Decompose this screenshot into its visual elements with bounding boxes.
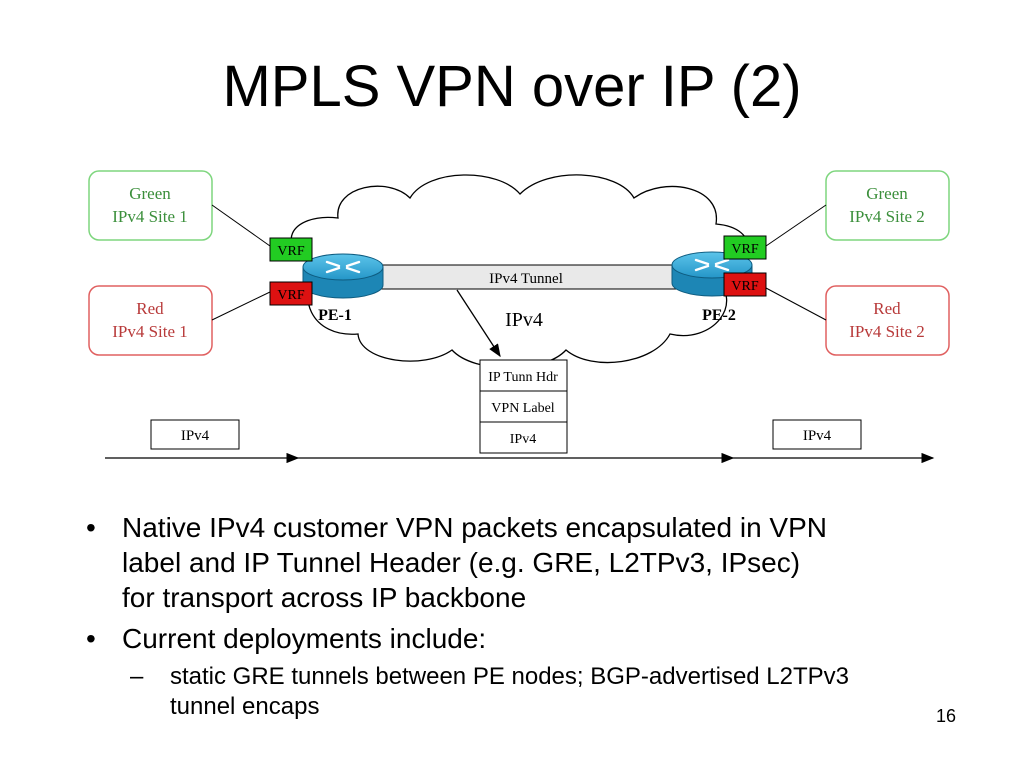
packet-vpn-label: VPN Label: [491, 401, 554, 416]
link-green-2-to-vrf: [765, 204, 827, 247]
network-diagram: Green IPv4 Site 1 Red IPv4 Site 1 Green …: [88, 170, 950, 464]
red-site-1-box: Red IPv4 Site 1: [88, 285, 213, 356]
ipv4-tunnel-bar: IPv4 Tunnel: [374, 264, 678, 290]
slide-title: MPLS VPN over IP (2): [222, 54, 802, 119]
router-pe1-icon: [302, 253, 384, 299]
vrf-red-pe1: VRF: [269, 281, 313, 306]
ipv4-tunnel-label: IPv4 Tunnel: [489, 271, 563, 287]
sub-bullet-dash-icon: –: [130, 663, 144, 690]
link-red-1-to-vrf: [211, 291, 271, 321]
bullet-dot-icon: •: [86, 623, 96, 654]
green-site-1-name: Green: [129, 184, 171, 203]
green-site-1-box: Green IPv4 Site 1: [88, 170, 213, 241]
svg-text:VRF: VRF: [277, 244, 304, 259]
vrf-red-pe2: VRF: [723, 272, 767, 297]
bullet-line: for transport across IP backbone: [122, 582, 527, 613]
svg-text:IPv4: IPv4: [181, 428, 210, 444]
green-site-2-box: Green IPv4 Site 2: [825, 170, 950, 241]
red-site-2-desc: IPv4 Site 2: [849, 322, 925, 341]
bullet-line: Native IPv4 customer VPN packets encapsu…: [122, 512, 828, 543]
cloud-label: IPv4: [505, 309, 543, 331]
bullet-item: • Native IPv4 customer VPN packets encap…: [86, 510, 996, 615]
green-site-1-desc: IPv4 Site 1: [112, 207, 188, 226]
bullet-line: label and IP Tunnel Header (e.g. GRE, L2…: [122, 547, 801, 578]
bullet-item: • Current deployments include:: [86, 621, 996, 656]
red-site-2-box: Red IPv4 Site 2: [825, 285, 950, 356]
encapsulation-arrow: [456, 289, 501, 358]
red-site-1-desc: IPv4 Site 1: [112, 322, 188, 341]
right-ipv4-packet: IPv4: [772, 419, 862, 450]
red-site-1-name: Red: [136, 299, 164, 318]
vrf-green-pe2: VRF: [723, 235, 767, 260]
svg-text:IPv4: IPv4: [803, 428, 832, 444]
vrf-green-pe1: VRF: [269, 237, 313, 262]
red-site-2-name: Red: [873, 299, 901, 318]
bullet-list: • Native IPv4 customer VPN packets encap…: [86, 510, 996, 722]
link-red-2-to-vrf: [765, 287, 827, 321]
bullet-line: Current deployments include:: [122, 623, 487, 654]
packet-ipv4: IPv4: [510, 432, 536, 447]
router-pe2-label: PE-2: [702, 307, 736, 324]
svg-text:VRF: VRF: [731, 242, 758, 257]
green-site-2-desc: IPv4 Site 2: [849, 207, 925, 226]
link-green-1-to-vrf: [211, 204, 271, 247]
packet-tunnel-header: IP Tunn Hdr: [488, 370, 558, 385]
router-pe1-label: PE-1: [318, 307, 352, 324]
green-site-2-name: Green: [866, 184, 908, 203]
sub-bullet-line: tunnel encaps: [170, 693, 320, 720]
svg-text:VRF: VRF: [731, 279, 758, 294]
page-number: 16: [936, 706, 957, 726]
packet-stack: IP Tunn Hdr VPN Label IPv4: [479, 359, 568, 454]
left-ipv4-packet: IPv4: [150, 419, 240, 450]
bullet-dot-icon: •: [86, 512, 96, 543]
sub-bullet-item: – static GRE tunnels between PE nodes; B…: [130, 662, 950, 722]
sub-bullet-line: static GRE tunnels between PE nodes; BGP…: [170, 663, 850, 690]
svg-text:VRF: VRF: [277, 288, 304, 303]
